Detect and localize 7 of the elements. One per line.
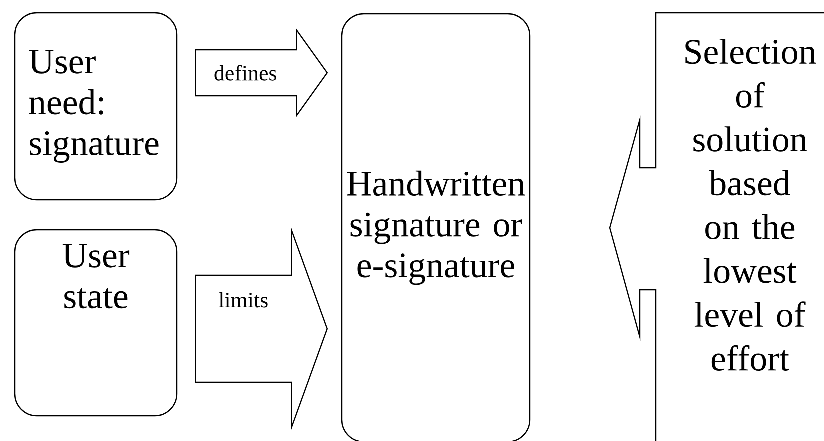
rounded-box: User need: signature <box>14 12 178 201</box>
callout-box: Selection of solution based on the lowest level of effort <box>609 12 824 441</box>
edge-label: defines <box>212 64 278 82</box>
rounded-box: User state <box>14 229 178 417</box>
edge-label: limits <box>218 291 270 309</box>
rounded-box: Handwritten signature or e-signature <box>341 13 531 441</box>
block-arrow <box>195 226 328 432</box>
